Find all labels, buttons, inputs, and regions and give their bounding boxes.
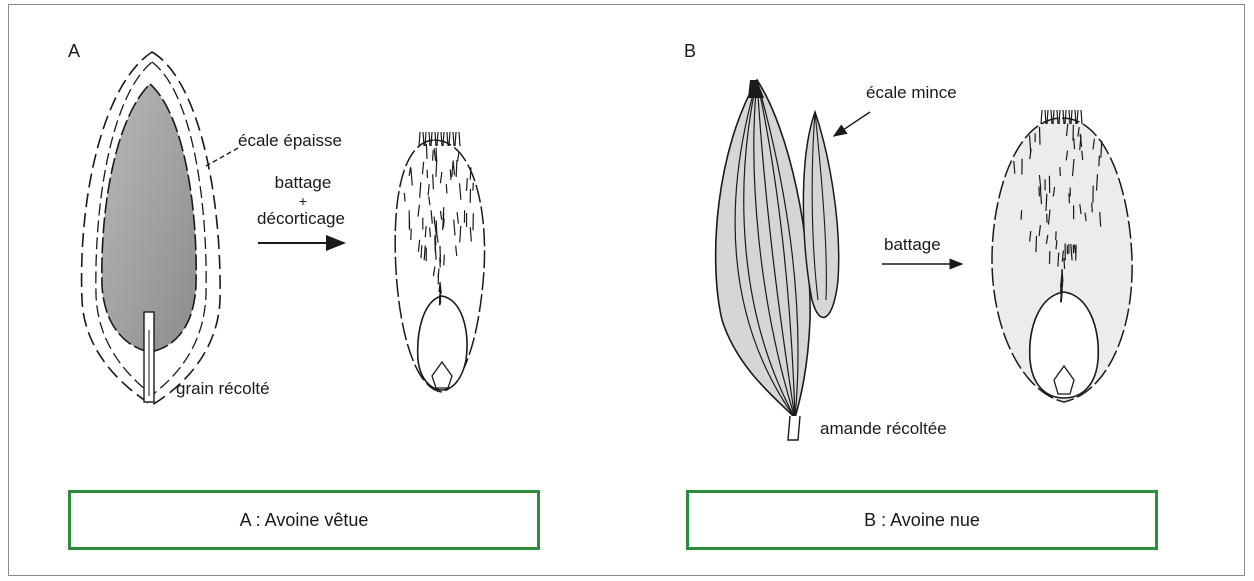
hair-stroke (1060, 167, 1061, 176)
hair-stroke (1036, 236, 1037, 252)
hair-stroke (1092, 203, 1093, 213)
hair-stroke (404, 193, 405, 202)
label-threshing-b: battage (884, 236, 941, 253)
hair-stroke (1021, 210, 1022, 220)
label-thick-hull: écale épaisse (238, 132, 342, 149)
label-dehulling: décorticage (236, 210, 366, 227)
hair-tuft (459, 132, 460, 146)
hair-stroke (467, 178, 468, 191)
hair-stroke (470, 167, 471, 179)
hair-tuft (419, 132, 420, 146)
label-harvested-kernel: amande récoltée (820, 420, 947, 437)
thin-hull-drawing (716, 80, 839, 440)
panel-a-letter: A (68, 42, 80, 60)
hair-tuft (1041, 110, 1042, 124)
hair-stroke (1058, 253, 1059, 267)
hair-stroke (434, 217, 435, 225)
groat-b (992, 110, 1132, 402)
hair-stroke (436, 220, 437, 237)
hair-stroke (450, 169, 451, 179)
hair-stroke (1061, 290, 1062, 303)
hair-stroke (1039, 186, 1040, 196)
hair-stroke (1040, 127, 1041, 145)
hair-stroke (430, 228, 431, 238)
label-harvested-grain: grain récolté (176, 380, 270, 397)
hulled-grain-drawing (82, 52, 221, 405)
hull-pointer-b (834, 112, 870, 136)
hair-tuft (453, 132, 454, 146)
hair-stroke (1099, 156, 1100, 166)
panel-b-letter: B (684, 42, 696, 60)
hair-stroke (426, 144, 427, 159)
label-plus: + (250, 194, 356, 208)
caption-a: A : Avoine vêtue (240, 510, 369, 531)
groat-a (395, 132, 484, 392)
hair-stroke (446, 184, 447, 193)
hair-stroke (1046, 194, 1047, 211)
hair-stroke (444, 255, 445, 266)
hair-stroke (440, 294, 441, 305)
hair-stroke (456, 160, 457, 177)
label-thin-hull: écale mince (866, 84, 957, 101)
hair-tuft (455, 132, 456, 146)
caption-box-b: B : Avoine nue (686, 490, 1158, 550)
hair-stroke (433, 150, 434, 160)
hull-pointer-a (206, 148, 238, 166)
label-threshing-a: battage (250, 174, 356, 191)
hair-stroke (1064, 258, 1065, 269)
caption-b: B : Avoine nue (864, 510, 980, 531)
hair-tuft (1081, 110, 1082, 124)
caption-box-a: A : Avoine vêtue (68, 490, 540, 550)
hair-stroke (436, 148, 437, 163)
hair-stroke (433, 174, 434, 189)
hair-stroke (425, 226, 426, 237)
hair-stroke (421, 245, 422, 258)
